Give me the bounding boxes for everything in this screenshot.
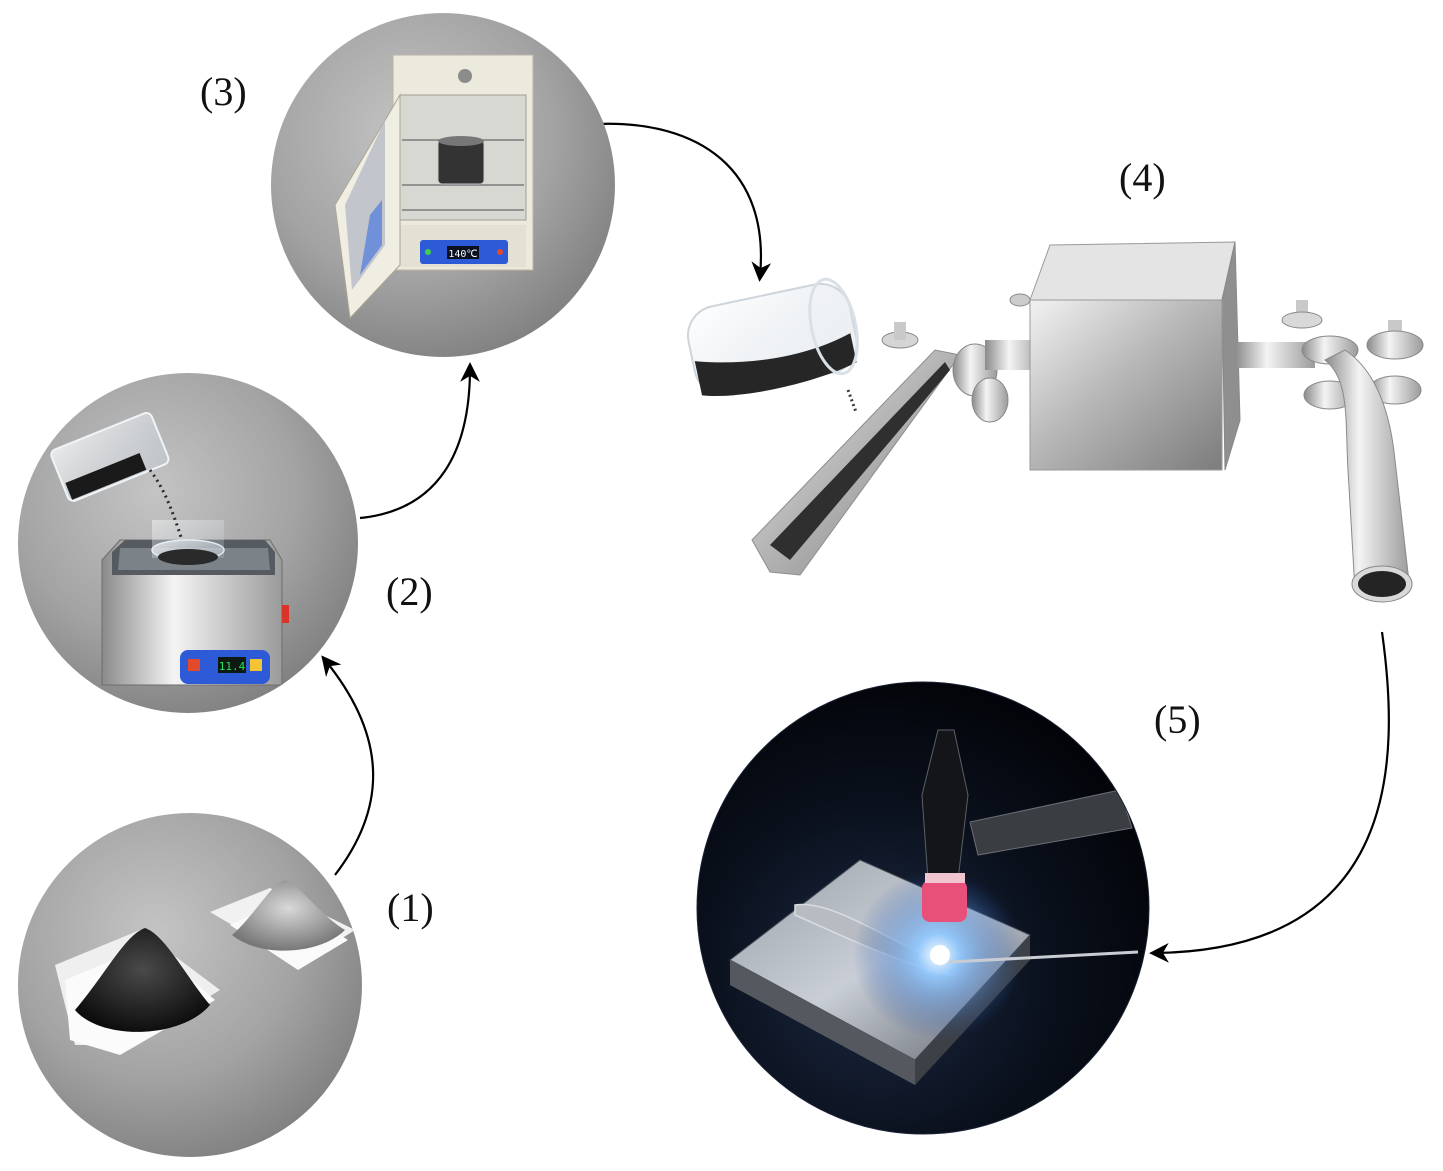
step-label-5: (5): [1154, 697, 1201, 742]
black-metal-powder-pile: [75, 928, 210, 1032]
forming-die-block: [1029, 241, 1241, 471]
wire-feed-hose: [969, 789, 1133, 856]
bath-lcd-display: [218, 657, 246, 673]
arrow-2-to-3: [359, 362, 480, 520]
torch-nozzle: [922, 880, 967, 922]
filler-wire: [949, 950, 1139, 964]
arrow-3-to-4: [596, 122, 772, 282]
oven-vent-icon: [458, 69, 472, 83]
pouring-beaker: [50, 412, 170, 502]
bath-red-button: [188, 659, 200, 671]
step-2-ultrasonic-bath-scene: 11.4: [18, 373, 358, 713]
welding-arc: [930, 945, 950, 965]
grey-flux-powder-pile: [232, 880, 345, 951]
tilted-beaker: [686, 277, 859, 397]
step-3-drying-oven-scene: 140℃: [271, 13, 615, 357]
step-label-1: (1): [387, 885, 434, 930]
ultrasonic-bath-body: [101, 539, 283, 686]
bath-display-value: 11.4: [219, 660, 246, 673]
step-label-4: (4): [1119, 155, 1166, 200]
oven-temperature-display: 140℃: [448, 249, 477, 260]
step-5-welding-scene: [697, 682, 1149, 1134]
connecting-rod-right: [1235, 342, 1315, 368]
rolling-mill-rollers: [1281, 300, 1424, 410]
beaker-in-oven: [437, 139, 485, 185]
flow-arrows: [321, 122, 1390, 963]
arrow-1-to-2: [321, 655, 375, 876]
step-label-3: (3): [200, 69, 247, 114]
bath-red-knob: [282, 605, 289, 623]
bath-yellow-button: [250, 659, 262, 671]
step-1-powders-scene: [18, 813, 362, 1157]
step-4-wire-forming-scene: [686, 241, 1424, 603]
step-label-2: (2): [386, 569, 433, 614]
arrow-4-to-5: [1149, 631, 1390, 963]
